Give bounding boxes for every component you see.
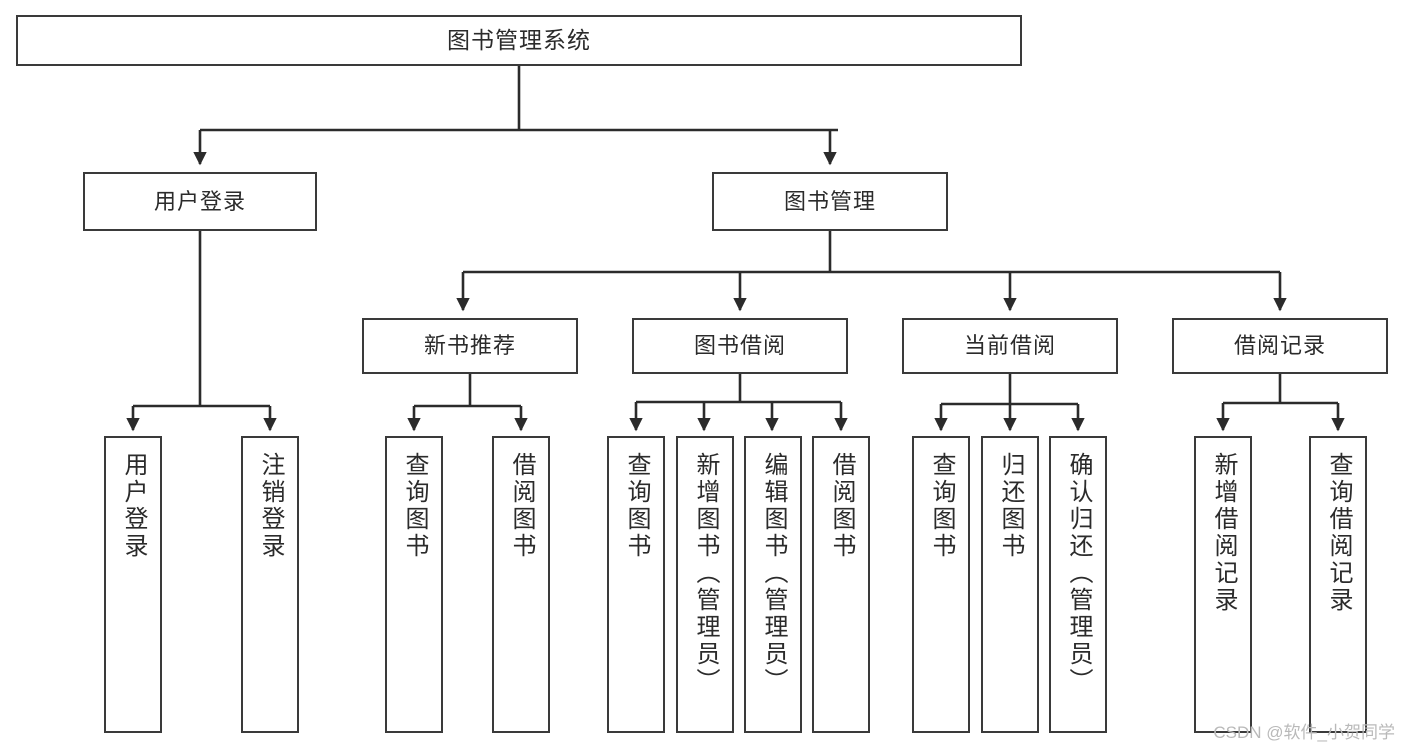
- node-label: 图书借阅: [693, 333, 786, 359]
- leaf-confirm-return-admin[interactable]: 确认归还（管理员）: [1049, 436, 1107, 733]
- node-label: 图书管理: [783, 188, 876, 214]
- leaf-edit-book-admin[interactable]: 编辑图书（管理员）: [744, 436, 802, 733]
- leaf-query-book-borrow[interactable]: 查询图书: [607, 436, 665, 733]
- node-label: 用户登录: [120, 452, 147, 560]
- node-borrow-record[interactable]: 借阅记录: [1172, 318, 1388, 374]
- leaf-query-book-current[interactable]: 查询图书: [912, 436, 970, 733]
- node-label: 用户登录: [153, 188, 246, 214]
- node-label: 借阅图书: [828, 452, 855, 560]
- node-label: 新增借阅记录: [1210, 452, 1237, 614]
- node-label: 确认归还（管理员）: [1065, 452, 1092, 695]
- leaf-borrow-book[interactable]: 借阅图书: [812, 436, 870, 733]
- node-label: 当前借阅: [963, 333, 1056, 359]
- leaf-query-book-recommend[interactable]: 查询图书: [385, 436, 443, 733]
- node-user-login[interactable]: 用户登录: [83, 172, 317, 231]
- node-root-book-management-system[interactable]: 图书管理系统: [16, 15, 1022, 66]
- node-label: 查询图书: [928, 452, 955, 560]
- node-label: 归还图书: [997, 452, 1024, 560]
- leaf-return-book[interactable]: 归还图书: [981, 436, 1039, 733]
- node-book-management[interactable]: 图书管理: [712, 172, 948, 231]
- leaf-add-borrow-record[interactable]: 新增借阅记录: [1194, 436, 1252, 733]
- node-label: 查询图书: [623, 452, 650, 560]
- node-label: 注销登录: [257, 452, 284, 560]
- node-label: 编辑图书（管理员）: [760, 452, 787, 695]
- leaf-query-borrow-record[interactable]: 查询借阅记录: [1309, 436, 1367, 733]
- node-book-borrow[interactable]: 图书借阅: [632, 318, 848, 374]
- node-current-borrow[interactable]: 当前借阅: [902, 318, 1118, 374]
- watermark-text: CSDN @软件_小贺同学: [1213, 723, 1395, 742]
- node-new-book-recommend[interactable]: 新书推荐: [362, 318, 578, 374]
- node-label: 查询借阅记录: [1325, 452, 1352, 614]
- leaf-user-login[interactable]: 用户登录: [104, 436, 162, 733]
- leaf-add-book-admin[interactable]: 新增图书（管理员）: [676, 436, 734, 733]
- node-label: 新增图书（管理员）: [692, 452, 719, 695]
- leaf-logout-login[interactable]: 注销登录: [241, 436, 299, 733]
- leaf-borrow-book-recommend[interactable]: 借阅图书: [492, 436, 550, 733]
- node-label: 图书管理系统: [447, 26, 591, 53]
- node-label: 查询图书: [401, 452, 428, 560]
- node-label: 借阅图书: [508, 452, 535, 560]
- node-label: 新书推荐: [423, 333, 516, 359]
- node-label: 借阅记录: [1233, 333, 1326, 359]
